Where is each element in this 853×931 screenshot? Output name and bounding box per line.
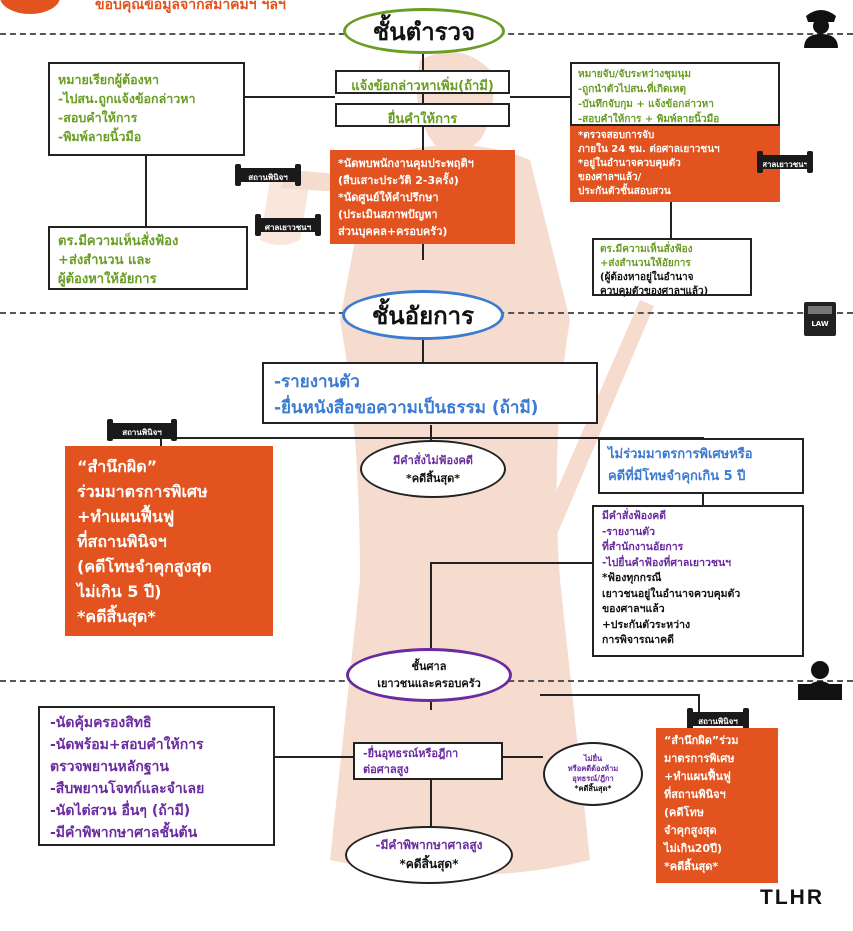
summons-box: หมายเรียกผู้ต้องหา -ไปสน.ถูกแจ้งข้อกล่าว… [48,62,245,156]
no-prosecution-end: *คดีสิ้นสุด* [405,472,461,485]
send-case-left-box: ตร.มีความเห็นสั่งฟ้อง +ส่งสำนวน และ ผู้ต… [48,226,248,290]
prosecute-box: มีคำสั่งฟ้องคดี -รายงานตัว ที่สำนักงานอั… [592,505,804,657]
notify-charge-box: แจ้งข้อกล่าวหาเพิ่ม(ถ้ามี) [335,70,510,94]
no-appeal-oval: ไม่ยื่น หรือคดีต้องห้าม อุทธรณ์/ฎีกา *คด… [543,742,643,806]
high-court-end: *คดีสิ้นสุด* [399,857,459,871]
prosecute-text: มีคำสั่งฟ้องคดี -รายงานตัว ที่สำนักงานอั… [602,510,732,569]
give-statement-box: ยื่นคำให้การ [335,103,510,127]
arrest-box: หมายจับ/จับระหว่างชุมนุม -ถูกนำตัวไปสน.ท… [570,62,780,126]
law-book-icon: LAW [804,302,836,336]
prosecute-note: *ฟ้องทุกกรณี เยาวชนอยู่ในอำนาจควบคุมตัว … [602,572,741,646]
stage-court-title: ชั้นศาล เยาวชนและครอบครัว [346,648,512,702]
probation-box: *นัดพบพนักงานคุมประพฤติฯ (สืบเสาะประวัติ… [330,150,515,244]
tag-station-police: สถานพินิจฯ [235,164,301,186]
svg-text:LAW: LAW [811,320,829,328]
send-case-right-text: ตร.มีความเห็นสั่งฟ้อง +ส่งสำนวนให้อัยการ [600,244,693,269]
header-logo-icon [0,0,60,14]
no-appeal-end: *คดีสิ้นสุด* [574,784,612,793]
no-prosecution-text: มีคำสั่งไม่ฟ้องคดี [393,454,473,467]
tlhr-logo: TLHR [760,886,824,909]
tag-court-right: ศาลเยาวชนฯ [757,151,813,173]
not-join-box: ไม่ร่วมมาตรการพิเศษหรือ คดีที่มีโทษจำคุก… [598,438,804,494]
high-court-oval: -มีคำพิพากษาศาลสูง *คดีสิ้นสุด* [345,826,513,884]
stage-prosecutor-title: ชั้นอัยการ [342,290,504,340]
arrest-check-box: *ตรวจสอบการจับ ภายใน 24 ชม. ต่อศาลเยาวชน… [570,126,780,202]
no-prosecution-oval: มีคำสั่งไม่ฟ้องคดี *คดีสิ้นสุด* [360,440,506,498]
appeal-box: -ยื่นอุทธรณ์หรือฎีกา ต่อศาลสูง [353,742,503,780]
tag-station-prosecutor: สถานพินิจฯ [107,419,177,441]
no-appeal-text: ไม่ยื่น หรือคดีต้องห้าม อุทธรณ์/ฎีกา [567,754,619,783]
tag-court-police: ศาลเยาวชนฯ [255,214,321,236]
stage-police-title: ชั้นตำรวจ [343,8,505,54]
judge-icon [798,661,842,700]
police-officer-icon [804,10,838,48]
high-court-text: -มีคำพิพากษาศาลสูง [375,838,483,852]
report-box: -รายงานตัว -ยื่นหนังสือขอความเป็นธรรม (ถ… [262,362,598,424]
send-case-right-box: ตร.มีความเห็นสั่งฟ้อง +ส่งสำนวนให้อัยการ… [592,238,752,297]
trial-process-box: -นัดคุ้มครองสิทธิ -นัดพร้อม+สอบคำให้การ … [38,706,275,846]
header-text: ขอบคุณข้อมูลจากสมาคมฯ ฯลฯ [95,0,286,13]
tag-station-court: สถานพินิจฯ [687,708,749,730]
court-special-measure-box: “สำนึกผิด”ร่วม มาตรการพิเศษ +ทำแผนฟื้นฟู… [656,728,778,883]
send-case-right-note: (ผู้ต้องหาอยู่ในอำนาจ ควบคุมตัวของศาลฯแล… [600,272,709,297]
special-measure-box: “สำนึกผิด” ร่วมมาตรการพิเศษ +ทำแผนฟื้นฟู… [65,446,273,636]
